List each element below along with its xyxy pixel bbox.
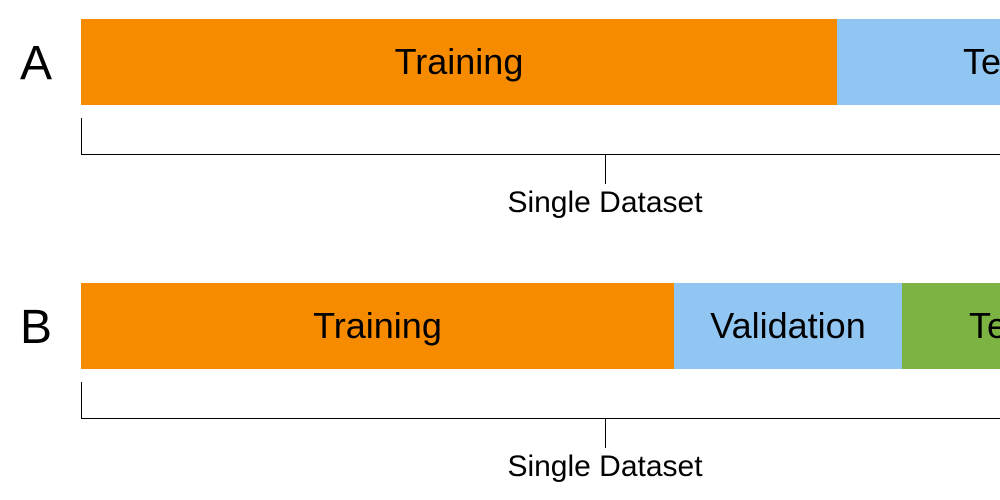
panel-b-training-segment: Training [81,283,674,369]
panel-b-bracket-tick [605,418,606,448]
panel-a-dataset-label: Single Dataset [507,186,703,219]
panel-a-bracket-left-edge [81,118,82,155]
panel-a-training-segment: Training [81,19,837,105]
panel-a-bracket-line [81,154,1000,155]
panel-a-test-segment: Test [837,19,1000,105]
panel-b-dataset-bracket [81,382,1000,448]
panel-b-bracket-left-edge [81,382,82,419]
panel-a-dataset-bracket [81,118,1000,184]
panel-b-validation-segment: Validation [674,283,902,369]
panel-a-label: A [20,37,53,90]
panel-b-test-segment: Test [902,283,1000,369]
panel-a-split-bar: Training Test [81,19,1000,105]
panel-b-split-bar: Training Validation Test [81,283,1000,369]
panel-a-bracket-tick [605,154,606,184]
panel-b-dataset-label: Single Dataset [507,450,703,483]
panel-b-bracket-line [81,418,1000,419]
panel-b-label: B [20,301,53,354]
